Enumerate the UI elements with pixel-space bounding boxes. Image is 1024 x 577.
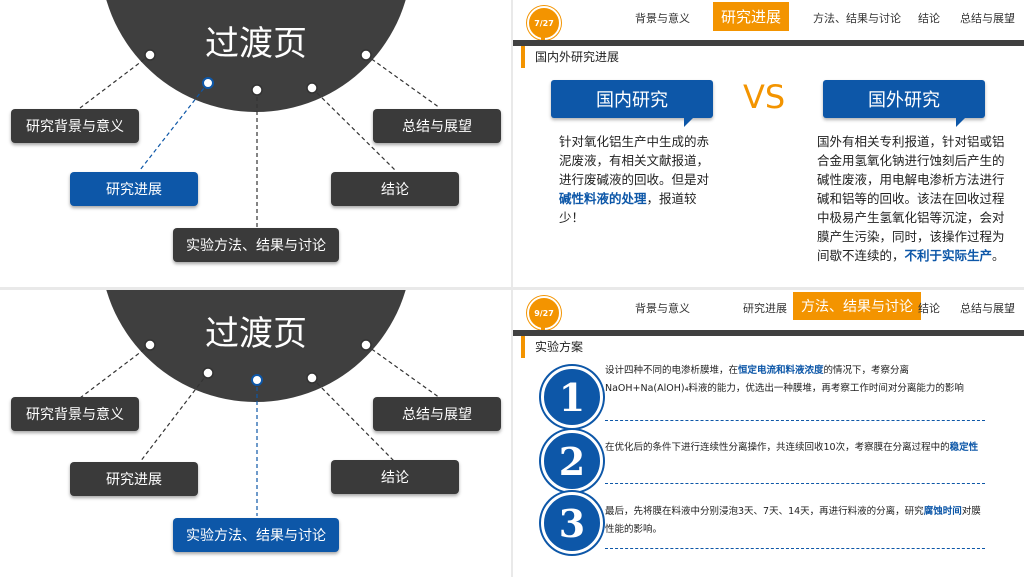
nav-bar: [513, 40, 1024, 46]
step-2-text-a: 在优化后的条件下进行连续性分离操作，共连续回收10次，考察膜在分离过程中的: [605, 442, 950, 453]
nav-summary[interactable]: 总结与展望: [960, 12, 1015, 25]
menu-conclusion[interactable]: 结论: [331, 172, 459, 206]
section-title: 实验方案: [521, 336, 583, 358]
step-3-icon: 3: [541, 492, 603, 554]
menu-progress[interactable]: 研究进展: [70, 462, 198, 496]
page-title: 过渡页: [205, 24, 307, 64]
step-1-text: 设计四种不同的电渗析膜堆，在恒定电流和料液浓度的情况下，考察分离NaOH+Na(…: [605, 362, 985, 398]
vs-label: VS: [743, 78, 786, 116]
step-3-text-b: 对膜性能的影响。: [605, 506, 981, 535]
domestic-callout: 国内研究: [551, 80, 713, 127]
step-3-text-a: 最后，先将膜在料液中分别浸泡3天、7天、14天，再进行料液的分离，研究: [605, 506, 924, 517]
step-1-icon: 1: [541, 366, 603, 428]
step-1-highlight: 恒定电流和料液浓度: [738, 365, 824, 376]
menu-summary[interactable]: 总结与展望: [373, 109, 501, 143]
page-title: 过渡页: [205, 314, 307, 354]
foreign-text-a: 国外有相关专利报道，针对铝或铝合金用氢氧化钠进行蚀刻后产生的碱性废液，用电解电渗…: [817, 134, 1005, 263]
step-2-highlight: 稳定性: [949, 442, 979, 453]
connector-lines: [79, 339, 441, 516]
nav-bar: [513, 330, 1024, 336]
page-badge: 7/27: [527, 6, 561, 40]
menu-methods[interactable]: 实验方法、结果与讨论: [173, 518, 339, 552]
content-slide-progress: 7/27 背景与意义 研究进展 方法、结果与讨论 结论 总结与展望 国内外研究进…: [513, 0, 1024, 287]
menu-summary[interactable]: 总结与展望: [373, 397, 501, 431]
menu-progress[interactable]: 研究进展: [70, 172, 198, 206]
divider: [605, 420, 985, 421]
menu-conclusion[interactable]: 结论: [331, 460, 459, 494]
menu-background[interactable]: 研究背景与意义: [11, 109, 139, 143]
nav-background[interactable]: 背景与意义: [635, 302, 690, 315]
page-badge: 9/27: [527, 296, 561, 330]
foreign-text: 国外有相关专利报道，针对铝或铝合金用氢氧化钠进行蚀刻后产生的碱性废液，用电解电渗…: [817, 132, 1007, 265]
content-slide-methods: 9/27 背景与意义 研究进展 方法、结果与讨论 结论 总结与展望 实验方案 1…: [513, 290, 1024, 577]
nav-conclusion[interactable]: 结论: [918, 302, 940, 315]
nav-methods[interactable]: 方法、结果与讨论: [793, 292, 921, 320]
nav-background[interactable]: 背景与意义: [635, 12, 690, 25]
step-2-text: 在优化后的条件下进行连续性分离操作，共连续回收10次，考察膜在分离过程中的稳定性: [605, 439, 985, 457]
menu-background[interactable]: 研究背景与意义: [11, 397, 139, 431]
connector-lines: [79, 49, 441, 228]
divider: [605, 548, 985, 549]
step-1-text-a: 设计四种不同的电渗析膜堆，在: [605, 365, 739, 376]
foreign-text-b: 。: [992, 248, 1005, 263]
nav-progress[interactable]: 研究进展: [713, 2, 790, 31]
domestic-text-b: ，报道较少！: [559, 191, 697, 225]
step-1-text-b: 的情况下，考察分离NaOH+Na(AlOH)₄料液的能力，优选出一种膜堆，再考察…: [605, 365, 964, 394]
divider: [605, 483, 985, 484]
step-3-highlight: 腐蚀时间: [923, 506, 962, 517]
menu-methods[interactable]: 实验方法、结果与讨论: [173, 228, 339, 262]
domestic-text-a: 针对氧化铝生产中生成的赤泥废液，有相关文献报道，进行废碱液的回收。但是对: [559, 134, 710, 187]
nav-progress[interactable]: 研究进展: [743, 302, 787, 315]
transition-slide-2: 过渡页 研究背景与意义 研究进展 实验方法、结果与讨论 结论 总结与展望: [0, 290, 511, 577]
nav-summary[interactable]: 总结与展望: [960, 302, 1015, 315]
domestic-highlight: 碱性料液的处理: [559, 191, 647, 206]
foreign-highlight: 不利于实际生产: [904, 248, 993, 263]
nav-conclusion[interactable]: 结论: [918, 12, 940, 25]
foreign-callout: 国外研究: [823, 80, 985, 127]
section-title: 国内外研究进展: [521, 46, 619, 68]
step-3-text: 最后，先将膜在料液中分别浸泡3天、7天、14天，再进行料液的分离，研究腐蚀时间对…: [605, 503, 985, 539]
nav-methods[interactable]: 方法、结果与讨论: [813, 12, 901, 25]
step-2-icon: 2: [541, 430, 603, 492]
transition-slide-1: 过渡页 研究背景与意义 研究进展 实验方法、结果与讨论 结论 总结与展望: [0, 0, 511, 287]
domestic-text: 针对氧化铝生产中生成的赤泥废液，有相关文献报道，进行废碱液的回收。但是对碱性料液…: [559, 132, 711, 227]
